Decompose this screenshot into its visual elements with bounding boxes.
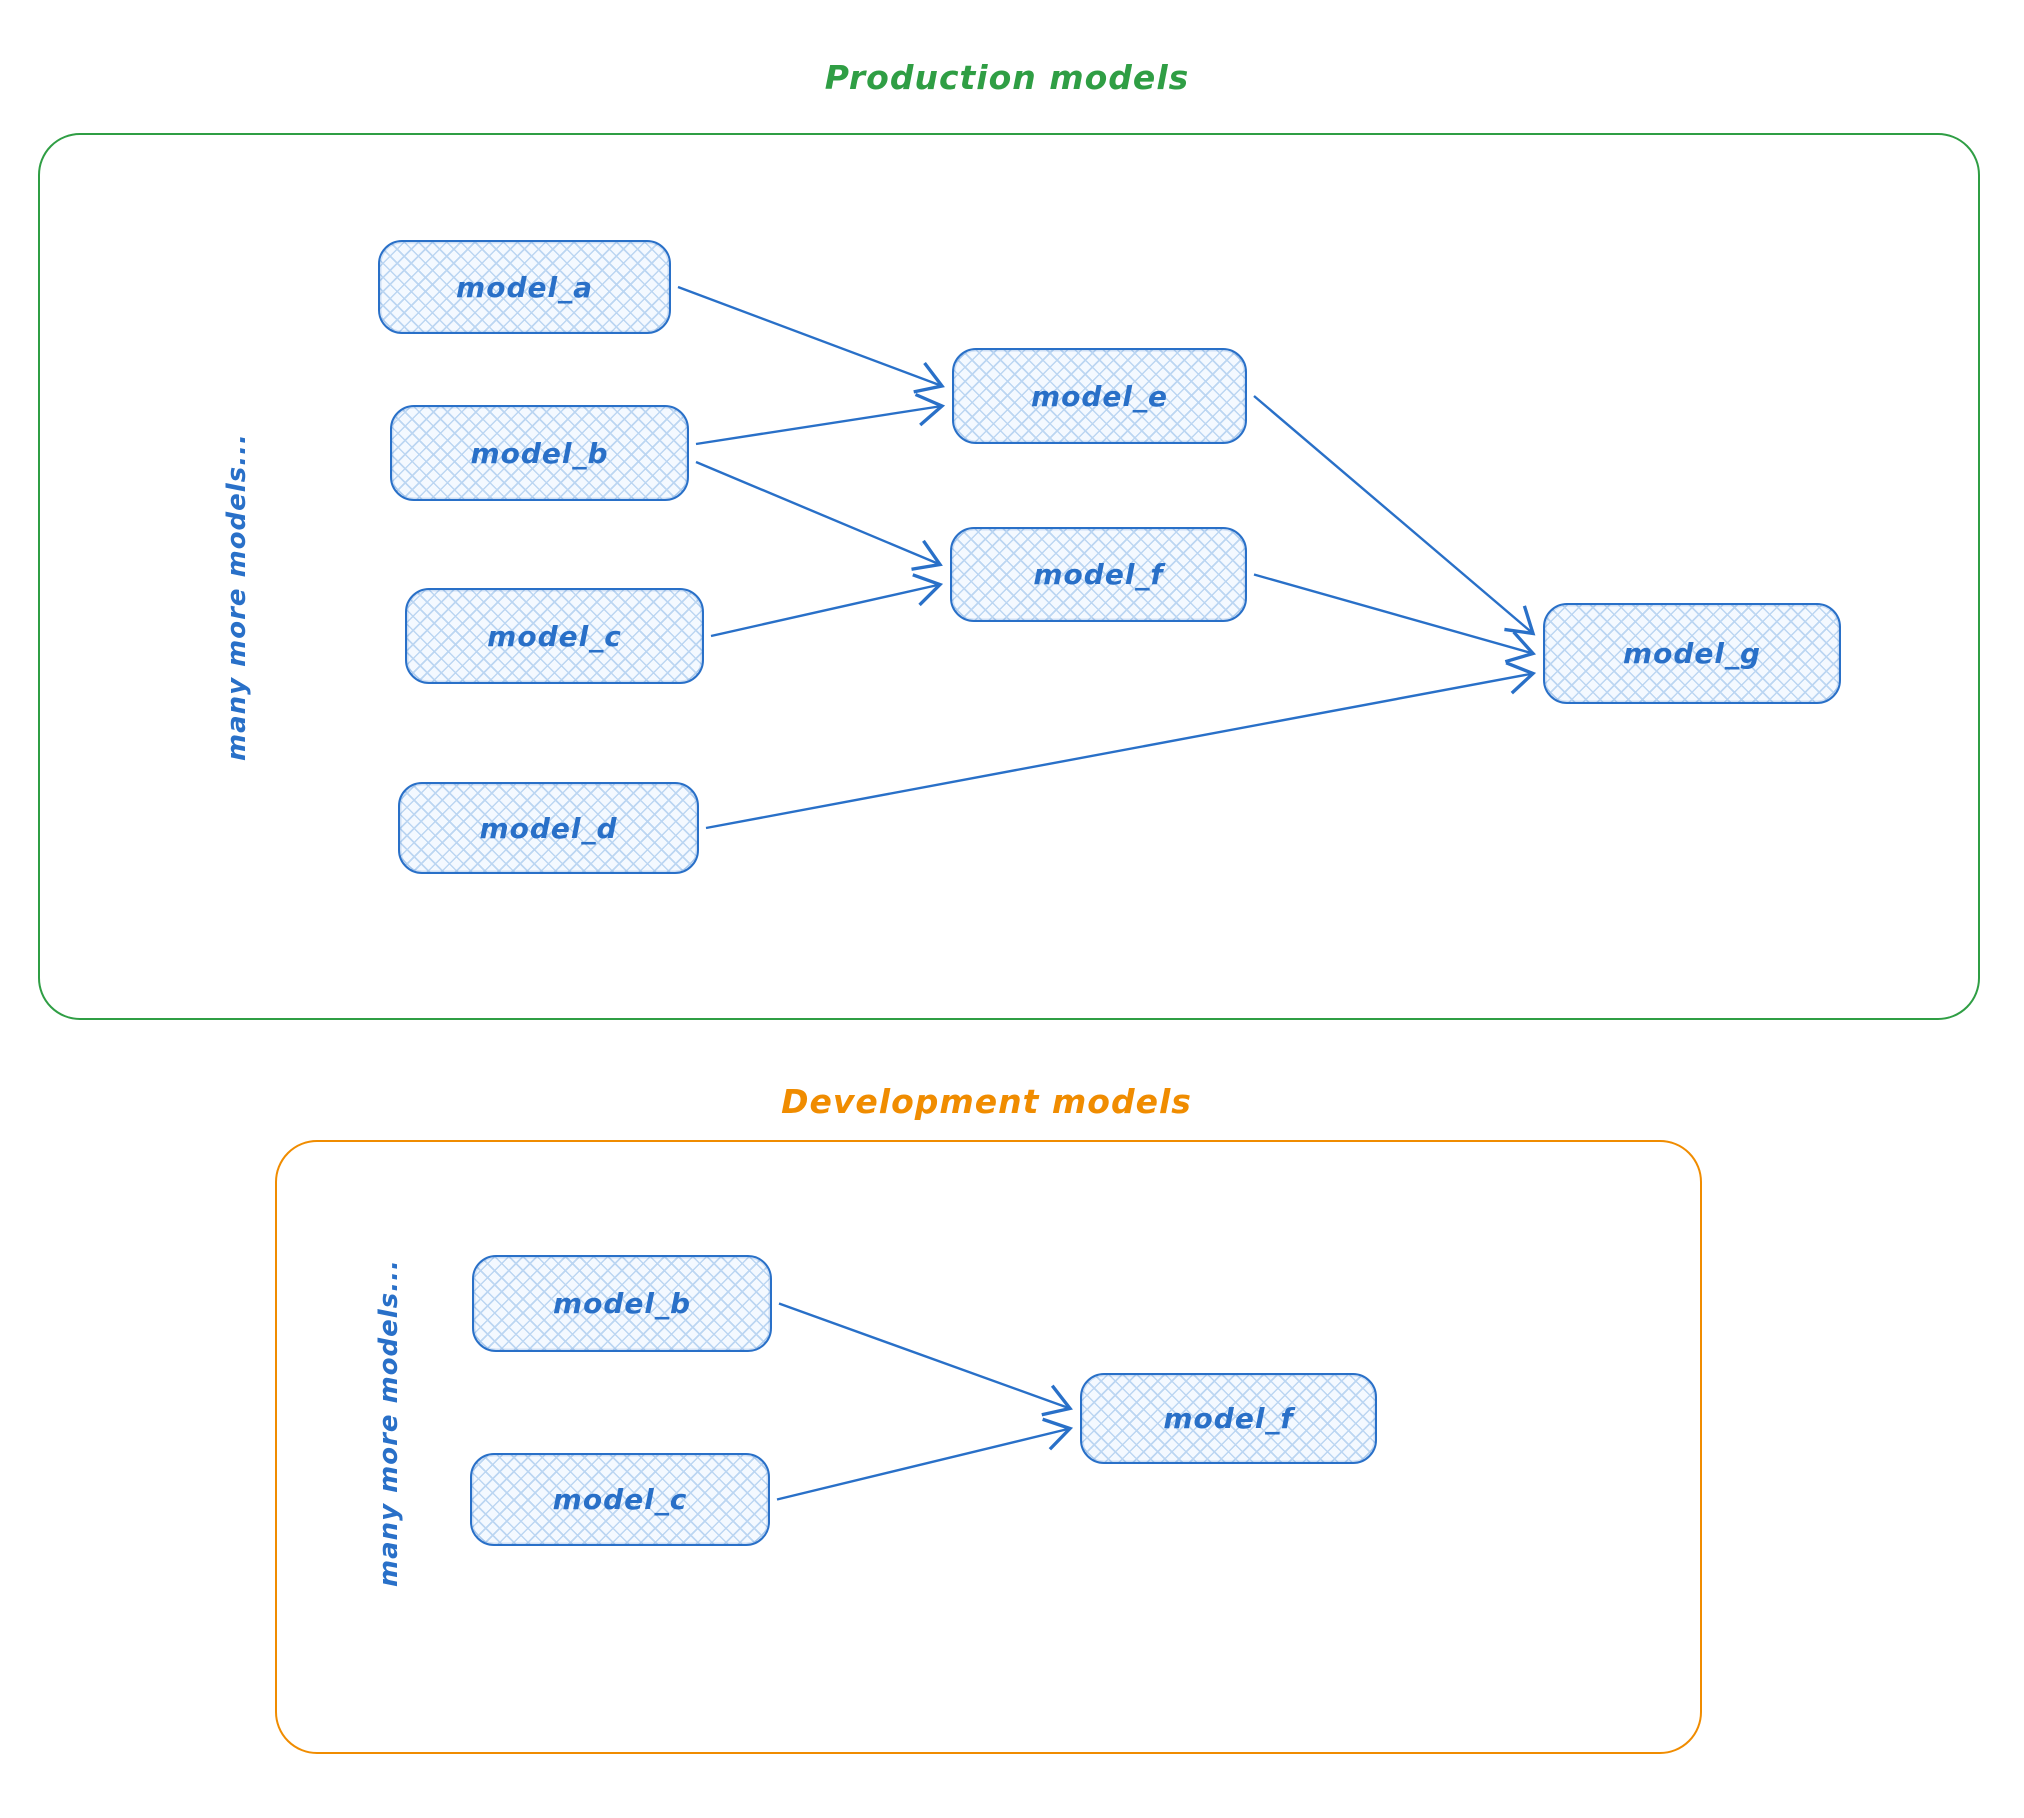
node-model_e[interactable]: model_e: [952, 348, 1247, 444]
node-label: model_g: [1622, 637, 1762, 670]
node-label: model_a: [456, 270, 593, 304]
node-label: model_c: [487, 619, 622, 653]
node-model_a[interactable]: model_a: [378, 240, 671, 334]
node-dev-model_f[interactable]: model_f: [1080, 1373, 1377, 1464]
node-label: model_e: [1030, 379, 1169, 413]
node-dev-model_c[interactable]: model_c: [470, 1453, 770, 1546]
development-title[interactable]: Development models: [781, 1082, 1192, 1121]
development-side-label[interactable]: many more models...: [374, 1259, 404, 1587]
node-label: model_b: [470, 436, 609, 470]
node-label: model_d: [479, 811, 618, 845]
production-side-label[interactable]: many more models...: [222, 433, 252, 761]
node-dev-model_b[interactable]: model_b: [472, 1255, 772, 1352]
node-model_c[interactable]: model_c: [405, 588, 704, 684]
development-frame[interactable]: [275, 1140, 1702, 1754]
node-model_d[interactable]: model_d: [398, 782, 699, 874]
node-label: model_b: [552, 1287, 692, 1320]
node-model_f[interactable]: model_f: [950, 527, 1247, 622]
node-model_b[interactable]: model_b: [390, 405, 689, 501]
node-label: model_f: [1033, 558, 1164, 591]
production-title[interactable]: Production models: [824, 58, 1190, 97]
production-frame[interactable]: [38, 133, 1980, 1020]
node-label: model_c: [552, 1483, 688, 1516]
node-label: model_f: [1163, 1402, 1294, 1435]
node-model_g[interactable]: model_g: [1543, 603, 1841, 704]
